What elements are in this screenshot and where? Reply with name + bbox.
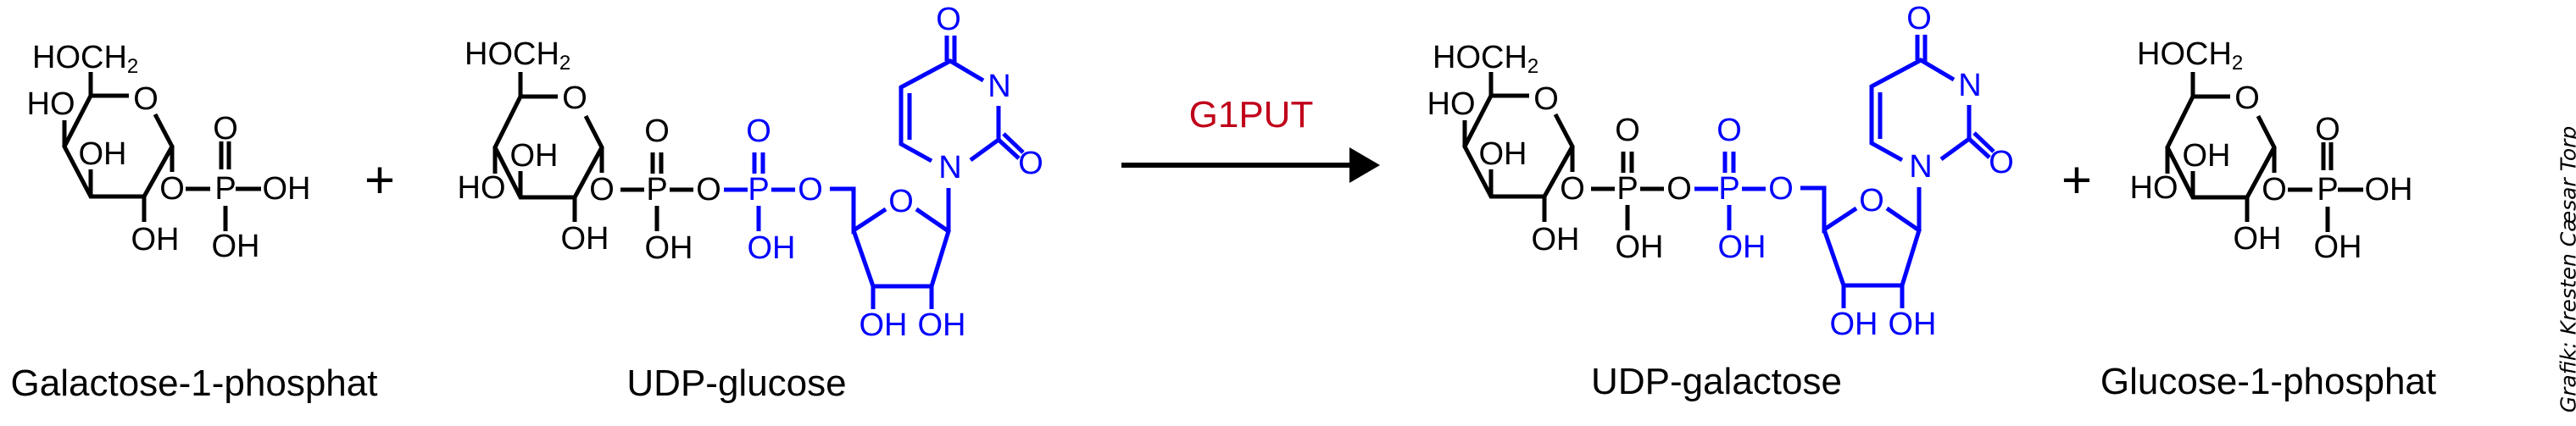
glycosidic-oxygen: O [1560, 171, 1585, 207]
galactose-ring-instance: HOCH2 O HO OH OH O [27, 40, 185, 257]
ribose-oxygen: O [888, 184, 914, 219]
ribose-hydroxyl-2: OH [918, 307, 966, 343]
galactose-ring: HOCH2 O HO OH OH O [27, 40, 185, 257]
ribose-hydroxyl-3: OH [860, 307, 908, 343]
phosphoryl-oxygen: O [644, 113, 670, 149]
phosphate-hydroxyl: OH [1616, 230, 1664, 265]
phosphate-hydroxyl: OH [2365, 172, 2413, 207]
ribose-oxygen: O [1859, 183, 1884, 219]
product-1-label: UDP-galactose [1591, 361, 1842, 402]
udp-instance: P O OH O P O OH O O OH OH [620, 2, 1043, 343]
hydroxyl-c2: OH [1532, 222, 1580, 257]
ring-oxygen: O [562, 80, 587, 116]
ribose-hydroxyl-3: OH [1830, 307, 1878, 342]
phosphate-hydroxyl: OH [212, 229, 260, 264]
glucose-ring: HOCH2 O HO OH OH O [458, 36, 615, 257]
uracil-n3: N [988, 69, 1010, 104]
ring-oxygen: O [2234, 80, 2260, 116]
glycosidic-oxygen: O [159, 171, 185, 207]
ester-oxygen: O [1768, 171, 1794, 207]
phosphate-hydroxyl: OH [748, 230, 796, 266]
phosphate-group: P O OH OH [2288, 112, 2413, 265]
phosphorus: P [214, 171, 236, 207]
hydroxyl-c4: HO [458, 170, 506, 206]
phosphoryl-oxygen: O [1716, 113, 1742, 148]
plus-sign: + [2061, 152, 2092, 210]
phosphate-hydroxyl: OH [645, 230, 693, 266]
phosphorus: P [1718, 171, 1739, 207]
phosphate-hydroxyl: OH [2314, 230, 2362, 265]
udp-galactose-structure: HOCH2 O HO OH OH O P O OH O P O OH O [1427, 1, 2014, 342]
phosphorus: P [1616, 171, 1638, 207]
phosphoryl-oxygen: O [213, 111, 238, 147]
udp-instance: P O OH O P O OH O O OH OH [1591, 1, 2014, 342]
uracil-o4: O [1906, 1, 1932, 36]
hoch2-label: HOCH2 [1433, 40, 1538, 78]
hydroxyl-c3: OH [2183, 138, 2231, 174]
phosphate-instance: P O OH OH [2288, 112, 2413, 265]
hydroxyl-c4: HO [2130, 170, 2178, 206]
uracil-o4: O [936, 2, 961, 37]
hoch2-label: HOCH2 [32, 40, 138, 78]
hydroxyl-c3: OH [79, 136, 127, 172]
phosphorus: P [646, 172, 667, 207]
phosphate-group: P O OH OH [186, 111, 311, 264]
hydroxyl-c4: HO [27, 86, 75, 122]
glycosidic-oxygen: O [2262, 172, 2287, 207]
phosphate-hydroxyl: OH [263, 171, 311, 207]
phosphate-instance: P O OH OH [186, 111, 311, 264]
hoch2-label: HOCH2 [465, 36, 570, 75]
hydroxyl-c2: OH [131, 222, 180, 257]
phosphorus: P [2317, 172, 2338, 207]
uracil-n1: N [1909, 149, 1932, 185]
hydroxyl-c3: OH [510, 138, 559, 174]
phosphoryl-oxygen: O [1615, 113, 1640, 148]
reaction-arrow [1121, 147, 1380, 183]
hydroxyl-c2: OH [2234, 221, 2282, 257]
phosphoryl-oxygen: O [2315, 112, 2340, 147]
hydroxyl-c3: OH [1479, 136, 1527, 172]
phosphorus: P [748, 172, 769, 207]
glucose-ring: HOCH2 O HO OH OH O [2130, 36, 2287, 257]
bridging-oxygen: O [696, 172, 721, 207]
uracil-o2: O [1018, 146, 1043, 181]
reactant-2-label: UDP-glucose [626, 362, 846, 404]
ring-oxygen: O [133, 81, 159, 117]
udp-part: P O OH O P O OH O O OH OH [620, 2, 1043, 343]
reactant-1-label: Galactose-1-phosphat [11, 362, 378, 404]
hoch2-label: HOCH2 [2137, 36, 2243, 75]
phosphate-hydroxyl: OH [1718, 230, 1766, 265]
galactose-ring: HOCH2 O HO OH OH O [1427, 40, 1585, 257]
uracil-n1: N [938, 150, 961, 185]
arrow-head [1349, 147, 1380, 183]
plus-sign: + [364, 152, 395, 210]
uracil-n3: N [1958, 68, 1981, 103]
hydroxyl-c4: HO [1427, 86, 1476, 122]
glucose-1-phosphate-structure: HOCH2 O HO OH OH O P O OH OH [2130, 36, 2413, 265]
udp-glucose-structure: HOCH2 O HO OH OH O P O OH O P O OH O [458, 2, 1043, 343]
glucose-ring-instance: HOCH2 O HO OH OH O [458, 36, 615, 257]
galactose-1-phosphate-structure: HOCH2 O HO OH OH O P O OH OH [27, 40, 311, 264]
product-2-label: Glucose-1-phosphat [2100, 361, 2436, 402]
ring-oxygen: O [1533, 81, 1559, 117]
uracil-o2: O [1989, 145, 2014, 180]
ester-oxygen: O [798, 172, 823, 207]
hydroxyl-c2: OH [561, 221, 609, 257]
udp-part: P O OH O P O OH O O OH OH [1591, 1, 2014, 342]
ribose-hydroxyl-2: OH [1889, 307, 1937, 342]
phosphoryl-oxygen: O [746, 113, 771, 149]
glycosidic-oxygen: O [589, 172, 615, 207]
enzyme-label: G1PUT [1189, 94, 1314, 136]
bridging-oxygen: O [1666, 171, 1692, 207]
galactose-ring-instance: HOCH2 O HO OH OH O [1427, 40, 1585, 257]
glucose-ring-instance: HOCH2 O HO OH OH O [2130, 36, 2287, 257]
credit-text: Grafik: Kresten Cæsar Torp [2557, 126, 2576, 413]
